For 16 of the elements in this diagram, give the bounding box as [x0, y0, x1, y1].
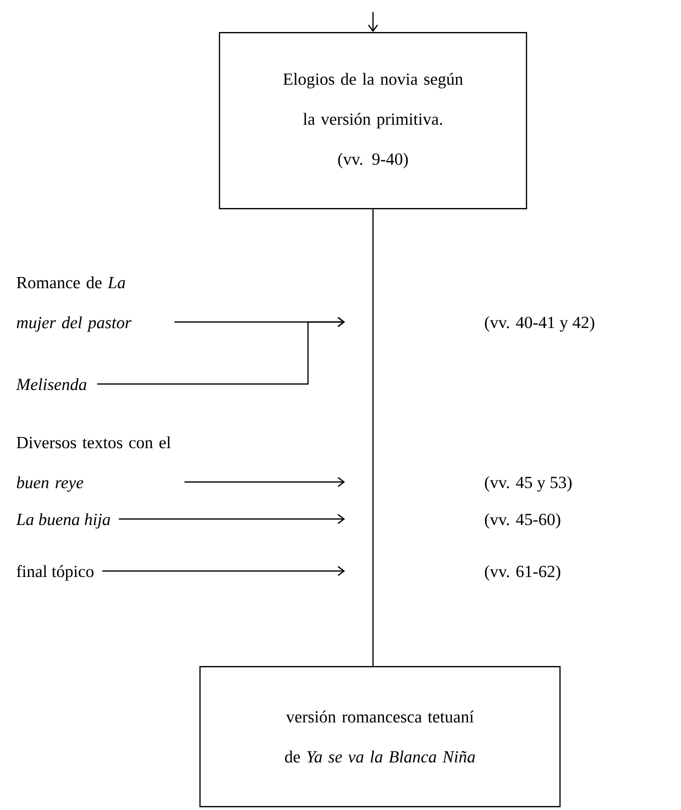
verse-reference: (vv. 40-41 y 42): [484, 316, 594, 332]
text-box: versión romancesca tetuaní de Ya se va la Blanca Niña: [199, 666, 561, 808]
arrow: [184, 477, 345, 487]
arrow: [97, 317, 345, 385]
source-text: final tópico: [16, 565, 94, 581]
text-box: Elogios de la novia según la versión primitiva. (vv. 9-40): [218, 32, 528, 210]
source-text: Romance de La mujer del pastor: [16, 276, 132, 332]
source-text: La buena hija: [16, 513, 110, 529]
verse-reference: (vv. 45 y 53): [484, 476, 572, 492]
source-text: Melisenda: [16, 378, 86, 390]
arrow: [368, 12, 378, 32]
source-text: Diversos textos con el buen reye: [16, 436, 171, 492]
arrow: [102, 566, 345, 576]
verse-reference: (vv. 45-60): [484, 513, 560, 529]
arrow: [118, 514, 345, 524]
verse-reference: (vv. 61-62): [484, 565, 560, 581]
